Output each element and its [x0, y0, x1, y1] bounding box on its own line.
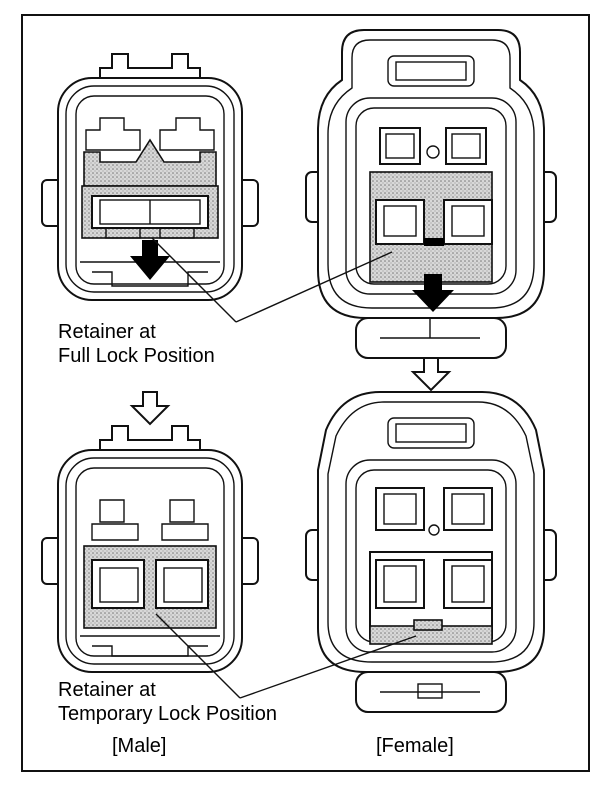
male-connector-full-lock [41, 53, 259, 301]
leader-line-full-lock-female [235, 251, 393, 323]
male-connector-temporary-lock [41, 425, 259, 673]
down-arrow-filled-icon [412, 274, 454, 312]
temp-lock-label-line1: Retainer at [58, 679, 156, 701]
female-connector-full-lock [305, 29, 557, 359]
down-arrow-outline-icon [410, 357, 452, 392]
female-connector-temporary-lock [305, 391, 557, 713]
leader-line-temp-lock-male [155, 613, 241, 699]
female-caption: [Female] [376, 735, 454, 757]
down-arrow-filled-icon [130, 240, 170, 280]
leader-line-temp-lock-female [239, 635, 417, 699]
full-lock-label-line1: Retainer at [58, 321, 156, 343]
male-caption: [Male] [112, 735, 167, 757]
figure-frame [21, 14, 590, 772]
down-arrow-outline-icon [129, 391, 171, 426]
leader-line-full-lock-male [151, 237, 237, 323]
full-lock-label-line2: Full Lock Position [58, 345, 215, 367]
temp-lock-label-line2: Temporary Lock Position [58, 703, 277, 725]
